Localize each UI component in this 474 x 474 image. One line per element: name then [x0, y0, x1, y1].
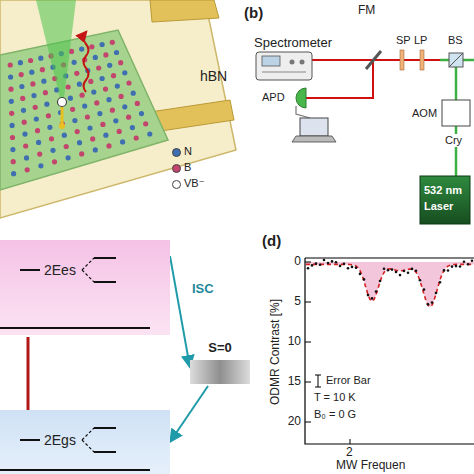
transition-arrow	[170, 386, 208, 442]
legend-text: VB⁻	[184, 177, 204, 190]
legend-text: B	[184, 161, 191, 174]
excited-state-band: 2Ees	[0, 240, 170, 335]
legend-swatch	[172, 180, 181, 189]
panel-letter: (b)	[244, 4, 263, 21]
ground-state-band: 2Egs	[0, 410, 170, 474]
tick-label: 5	[294, 295, 301, 309]
optic-label: SP	[396, 34, 411, 47]
transition-arrow	[170, 256, 190, 367]
tick-label: 15	[288, 375, 301, 389]
optic-label: BS	[448, 34, 463, 47]
state-label: 2Egs	[44, 432, 170, 448]
modulator-label: AOM	[412, 107, 437, 120]
legend-text: Error Bar	[326, 374, 371, 387]
singlet-band: S=0	[190, 340, 250, 386]
material-label: hBN	[200, 68, 227, 84]
optical-setup	[256, 50, 474, 224]
legend-swatch	[172, 148, 181, 157]
tick-label: 0	[294, 255, 301, 269]
axis-title: MW Frequen	[336, 459, 405, 473]
odmr-plot	[305, 258, 474, 444]
condition-note: T = 10 K	[314, 391, 356, 404]
instrument-label: Spectrometer	[254, 36, 332, 51]
state-label: S=0	[190, 341, 250, 356]
axis-title: ODMR Contrast [%]	[269, 299, 283, 405]
laser-label: 532 nm	[424, 184, 462, 197]
optic-label: LP	[414, 34, 427, 47]
detector-label: APD	[262, 91, 285, 104]
transition-label: ISC	[192, 282, 214, 297]
energy-levels	[0, 410, 170, 474]
optic-label: FM	[358, 4, 375, 18]
component-label: Cry	[444, 134, 463, 147]
legend-text: N	[184, 145, 192, 158]
sample-illustration	[0, 0, 236, 218]
state-label: 2Ees	[44, 262, 170, 278]
tick-label: 2	[346, 446, 353, 460]
panel-letter: (d)	[262, 232, 281, 249]
condition-note: B₀ = 0 G	[314, 408, 356, 421]
laser-label: Laser	[424, 200, 453, 213]
state-band	[190, 360, 250, 384]
tick-label: 20	[288, 415, 301, 429]
legend-swatch	[172, 164, 181, 173]
energy-levels	[0, 240, 170, 335]
tick-label: 10	[288, 335, 301, 349]
